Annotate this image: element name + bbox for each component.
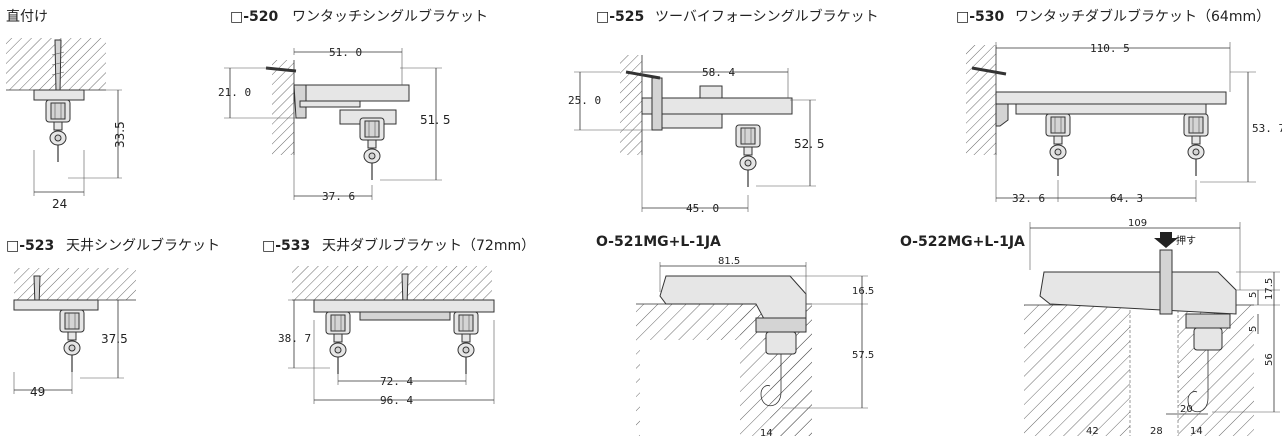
- dim-o522-h2: 17.5: [1264, 278, 1275, 300]
- dim-direct-h: 33.5: [113, 121, 127, 148]
- dim-530-b1: 32. 6: [1012, 192, 1045, 205]
- dim-520-v: 51. 5: [420, 113, 451, 127]
- dim-o521-h1: 16.5: [852, 286, 874, 297]
- dim-525-v: 52. 5: [794, 137, 825, 151]
- dim-525-w: 58. 4: [702, 66, 735, 79]
- dim-o521-b: 14: [760, 428, 773, 436]
- title-530: ワンタッチダブルブラケット（64mm）: [1015, 8, 1270, 25]
- dim-523-w: 49: [30, 385, 45, 399]
- title-525: ツーバイフォーシングルブラケット: [655, 8, 879, 25]
- dim-o521-w: 81.5: [718, 256, 740, 267]
- section-o522: O-522MG+L-1JA 押す 109 5 17.5 5 56 20 42 2…: [900, 218, 1280, 436]
- dim-530-v: 53. 7: [1252, 122, 1282, 135]
- code-533: □-533: [262, 238, 310, 254]
- rail-profile: [33, 89, 85, 101]
- dim-525-h: 25. 0: [568, 94, 601, 107]
- title-533: 天井ダブルブラケット（72mm）: [322, 237, 535, 254]
- section-direct: 直付け 33.5 24: [6, 8, 127, 211]
- section-525: □-525 ツーバイフォーシングルブラケット 58. 4 25. 0 52. 5…: [568, 8, 879, 215]
- dim-533-b2: 96. 4: [380, 394, 413, 407]
- dim-523-v: 37.5: [101, 332, 128, 346]
- push-label: 押す: [1176, 234, 1196, 247]
- dim-530-w: 110. 5: [1090, 42, 1130, 55]
- code-523: □-523: [6, 238, 54, 254]
- code-520: □-520: [230, 9, 279, 25]
- dim-o522-b3: 14: [1190, 426, 1203, 436]
- title-direct: 直付け: [6, 8, 48, 25]
- dim-530-b2: 64. 3: [1110, 192, 1143, 205]
- code-525: □-525: [596, 9, 644, 25]
- dim-520-w: 51. 0: [329, 46, 362, 59]
- dim-533-v: 38. 7: [278, 332, 311, 345]
- dim-525-b: 45. 0: [686, 202, 719, 215]
- dim-o522-b2: 28: [1150, 426, 1163, 436]
- dim-o522-b1: 42: [1086, 426, 1099, 436]
- section-o521: O-521MG+L-1JA 81.5 16.5 57.5 14: [596, 234, 874, 436]
- code-o521: O-521MG+L-1JA: [596, 234, 721, 250]
- dim-520-h: 21. 0: [218, 86, 251, 99]
- dim-o522-h3: 5: [1248, 326, 1259, 332]
- section-533: □-533 天井ダブルブラケット（72mm） 38. 7 72. 4 96. 4: [262, 237, 535, 407]
- dim-o522-v: 56: [1264, 353, 1275, 366]
- dim-o522-a: 20: [1180, 404, 1193, 415]
- code-o522: O-522MG+L-1JA: [900, 234, 1025, 250]
- section-523: □-523 天井シングルブラケット 37.5 49: [6, 237, 220, 399]
- dim-o522-h1: 5: [1248, 292, 1259, 298]
- section-520: □-520 ワンタッチシングルブラケット 51. 0 21. 0 51. 5 3…: [218, 8, 488, 203]
- section-530: □-530 ワンタッチダブルブラケット（64mm） 110. 5 53. 7 3…: [956, 8, 1282, 205]
- dim-533-b1: 72. 4: [380, 375, 413, 388]
- title-523: 天井シングルブラケット: [66, 237, 220, 254]
- code-530: □-530: [956, 9, 1005, 25]
- screw-shape: [54, 39, 62, 93]
- title-520: ワンタッチシングルブラケット: [292, 8, 488, 25]
- dim-520-b: 37. 6: [322, 190, 355, 203]
- dim-o521-h2: 57.5: [852, 350, 874, 361]
- dim-direct-w: 24: [52, 197, 67, 211]
- dim-o522-w: 109: [1128, 218, 1147, 229]
